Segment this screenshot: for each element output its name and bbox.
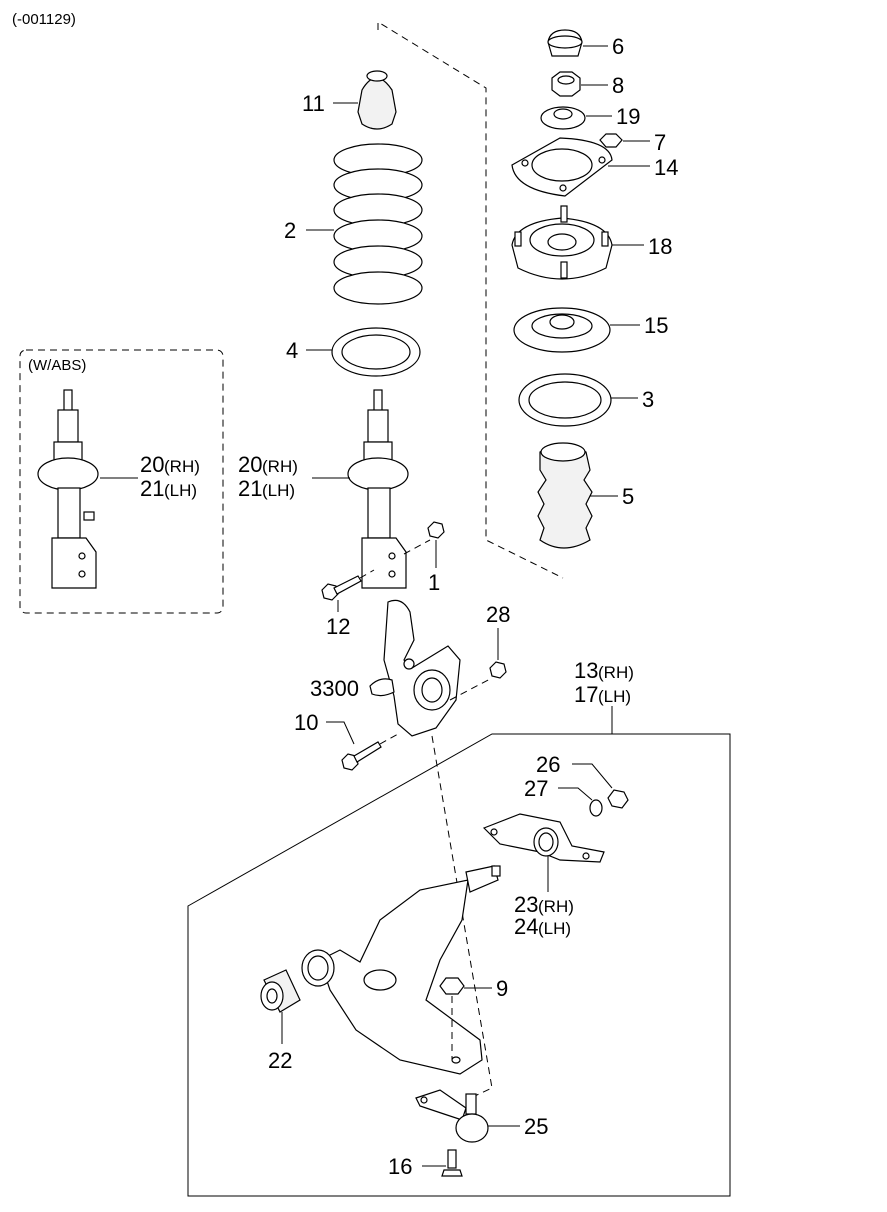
callout-9: 9: [496, 976, 508, 1001]
arm-lh: (LH): [598, 687, 631, 706]
arm-part-lh: 17: [574, 682, 598, 707]
bushing-rh: (RH): [538, 897, 574, 916]
strut-lh: (LH): [262, 481, 295, 500]
abs-part-rh: 20: [140, 452, 164, 477]
part-balljoint-bolt: [441, 1149, 463, 1177]
part-arm-bracket: [482, 813, 605, 863]
assembly-leader-line: [377, 21, 564, 579]
part-arm-nut: [607, 789, 629, 809]
part-strut-nut: [427, 521, 445, 539]
bushing-lh: (LH): [538, 919, 571, 938]
part-strut-assembly: [347, 389, 409, 589]
strut-rh: (RH): [262, 457, 298, 476]
part-ball-joint: [415, 1089, 489, 1143]
callout-22: 22: [268, 1048, 292, 1073]
lower-arm-frame: [187, 733, 731, 1197]
part-bump-rubber: [357, 70, 397, 130]
part-gasket-plate: [511, 137, 613, 197]
part-washer: [540, 106, 586, 130]
part-lower-insulator: [331, 327, 421, 377]
callout-4: 4: [286, 338, 298, 363]
bushing-part-rh: 23: [514, 892, 538, 917]
part-spring-seat: [513, 307, 611, 353]
callout-16: 16: [388, 1154, 412, 1179]
callout-14: 14: [654, 155, 678, 180]
part-strut-mount: [511, 205, 613, 280]
part-steering-knuckle: [383, 599, 461, 737]
callout-18: 18: [648, 234, 672, 259]
bushing-part-lh: 24: [514, 914, 538, 939]
part-3300: [369, 678, 395, 697]
part-small-nut: [599, 133, 623, 148]
abs-inset-frame: [19, 349, 224, 614]
callout-26: 26: [536, 752, 560, 777]
part-arm-washer: [589, 799, 603, 817]
part-knuckle-bolt: [341, 741, 382, 771]
abs-lh: (LH): [164, 481, 197, 500]
callout-2: 2: [284, 218, 296, 243]
part-coil-spring: [333, 143, 423, 305]
callout-7: 7: [654, 130, 666, 155]
part-knuckle-nut: [489, 661, 507, 679]
abs-inset-label: (W/ABS): [28, 357, 86, 374]
strut-part-rh: 20: [238, 452, 262, 477]
callout-28: 28: [486, 602, 510, 627]
abs-part-lh: 21: [140, 476, 164, 501]
part-nut-top: [551, 71, 581, 97]
part-bushing: [260, 969, 301, 1013]
part-dust-boot: [537, 442, 593, 549]
callout-5: 5: [622, 484, 634, 509]
callout-25: 25: [524, 1114, 548, 1139]
strut-part-lh: 21: [238, 476, 262, 501]
arm-part-rh: 13: [574, 658, 598, 683]
callout-12: 12: [326, 614, 350, 639]
part-strut-bolt: [321, 575, 362, 601]
callout-11: 11: [302, 91, 325, 116]
callout-27: 27: [524, 776, 548, 801]
callout-19: 19: [616, 104, 640, 129]
callout-3: 3: [642, 387, 654, 412]
part-arm-lower-nut: [439, 977, 465, 995]
diagram-code: (-001129): [12, 11, 76, 28]
callout-15: 15: [644, 313, 668, 338]
arm-rh: (RH): [598, 663, 634, 682]
callout-8: 8: [612, 73, 624, 98]
part-lower-control-arm: [301, 865, 501, 1075]
callout-6: 6: [612, 34, 624, 59]
part-cap: [547, 29, 583, 57]
callout-1: 1: [428, 570, 440, 595]
part-spring-insulator: [518, 373, 612, 427]
abs-strut-assembly: [37, 389, 99, 589]
callout-3300: 3300: [310, 676, 359, 701]
callout-10: 10: [294, 710, 318, 735]
abs-rh: (RH): [164, 457, 200, 476]
